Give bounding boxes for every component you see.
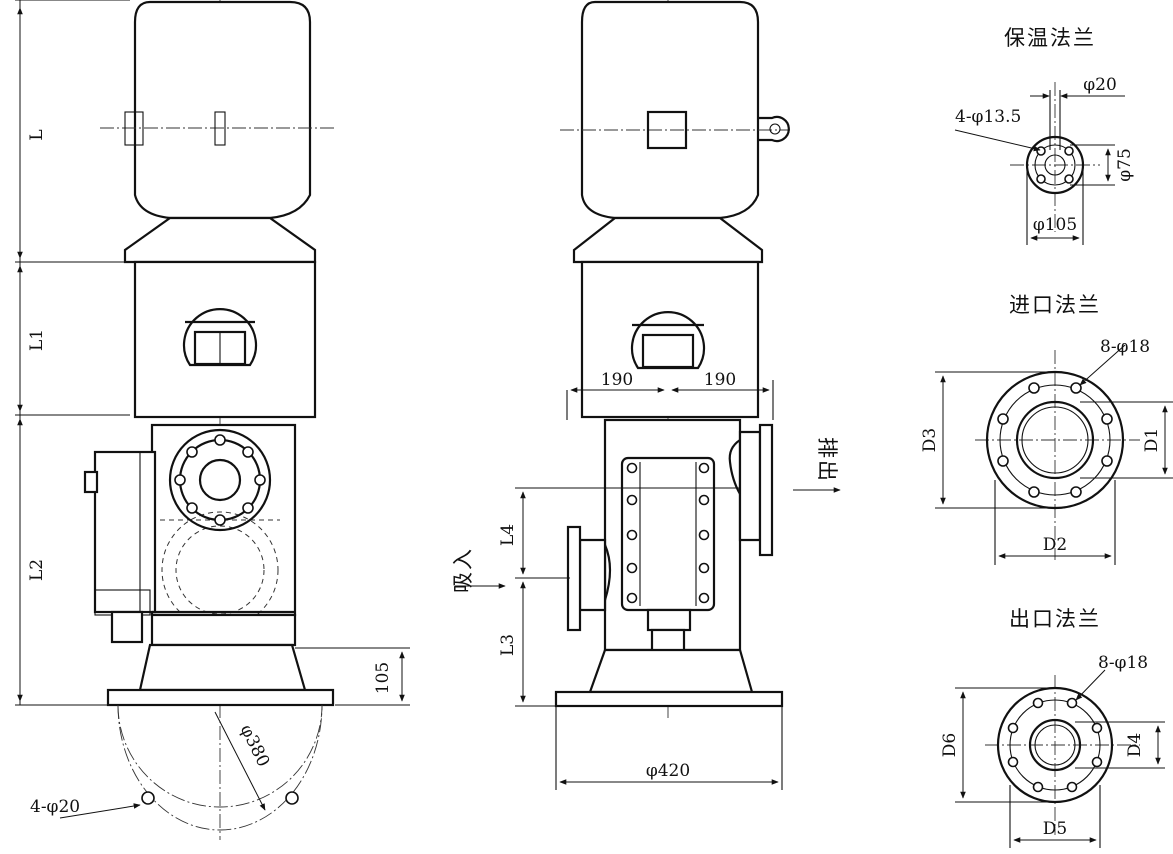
dim-4-phi20: 4-φ20 <box>30 797 80 817</box>
label-suction: 吸入 <box>451 547 475 593</box>
side-base <box>554 648 784 708</box>
side-pump-body <box>566 418 774 657</box>
inlet-flange-title: 进口法兰 <box>1009 293 1101 317</box>
insulation-flange-view: 保温法兰 φ20 4-φ13.5 φ75 φ105 <box>954 26 1135 245</box>
inlet-flange-view: 进口法兰 8-φ18 D3 D1 D2 <box>920 293 1173 565</box>
side-motor <box>560 0 790 220</box>
front-bracket <box>133 260 317 419</box>
dim-L: L <box>27 129 47 140</box>
dim-L2: L2 <box>27 559 47 581</box>
dim-D6: D6 <box>940 733 960 757</box>
dim-190-left: 190 <box>601 370 633 390</box>
dim-phi20: φ20 <box>1083 75 1117 95</box>
side-adapter <box>572 216 764 264</box>
dim-D1: D1 <box>1142 428 1162 452</box>
front-view: L L1 L2 105 φ380 4-φ20 <box>15 0 410 840</box>
dim-L4: L4 <box>498 524 518 546</box>
dim-D5: D5 <box>1043 819 1067 839</box>
dim-D3: D3 <box>920 428 940 452</box>
side-cover-bolts <box>626 462 710 604</box>
outlet-flange-bolts <box>1007 697 1103 793</box>
side-bracket <box>580 260 760 419</box>
front-bolt-circle <box>59 704 323 831</box>
dim-phi75: φ75 <box>1115 148 1135 182</box>
side-view: 190 190 L4 L3 φ420 吸入 排出 <box>451 0 841 790</box>
dim-D4: D4 <box>1125 733 1145 757</box>
dim-phi420: φ420 <box>646 761 690 781</box>
dim-105: 105 <box>373 662 393 694</box>
front-motor <box>100 0 335 220</box>
side-dimensions <box>455 380 841 790</box>
front-adapter <box>123 216 317 264</box>
dim-inlet-8-phi18: 8-φ18 <box>1100 337 1150 357</box>
front-base <box>106 643 335 707</box>
insulation-flange-title: 保温法兰 <box>1004 26 1096 50</box>
dim-L1: L1 <box>27 329 47 351</box>
dim-4-phi13-5: 4-φ13.5 <box>955 107 1021 127</box>
front-pump-body <box>83 423 297 647</box>
insulation-flange-bolts <box>1036 146 1074 184</box>
outlet-flange-title: 出口法兰 <box>1009 607 1101 631</box>
dim-outlet-8-phi18: 8-φ18 <box>1098 653 1148 673</box>
front-dimensions <box>15 0 410 706</box>
dim-L3: L3 <box>498 634 518 656</box>
inlet-flange-bolts <box>997 382 1113 498</box>
dim-phi105: φ105 <box>1033 215 1077 235</box>
outlet-flange-view: 出口法兰 8-φ18 D6 D4 D5 <box>940 607 1165 848</box>
dim-D2: D2 <box>1043 535 1067 555</box>
dim-190-right: 190 <box>704 370 736 390</box>
front-flange-bolts <box>174 434 266 526</box>
label-discharge: 排出 <box>815 437 839 483</box>
